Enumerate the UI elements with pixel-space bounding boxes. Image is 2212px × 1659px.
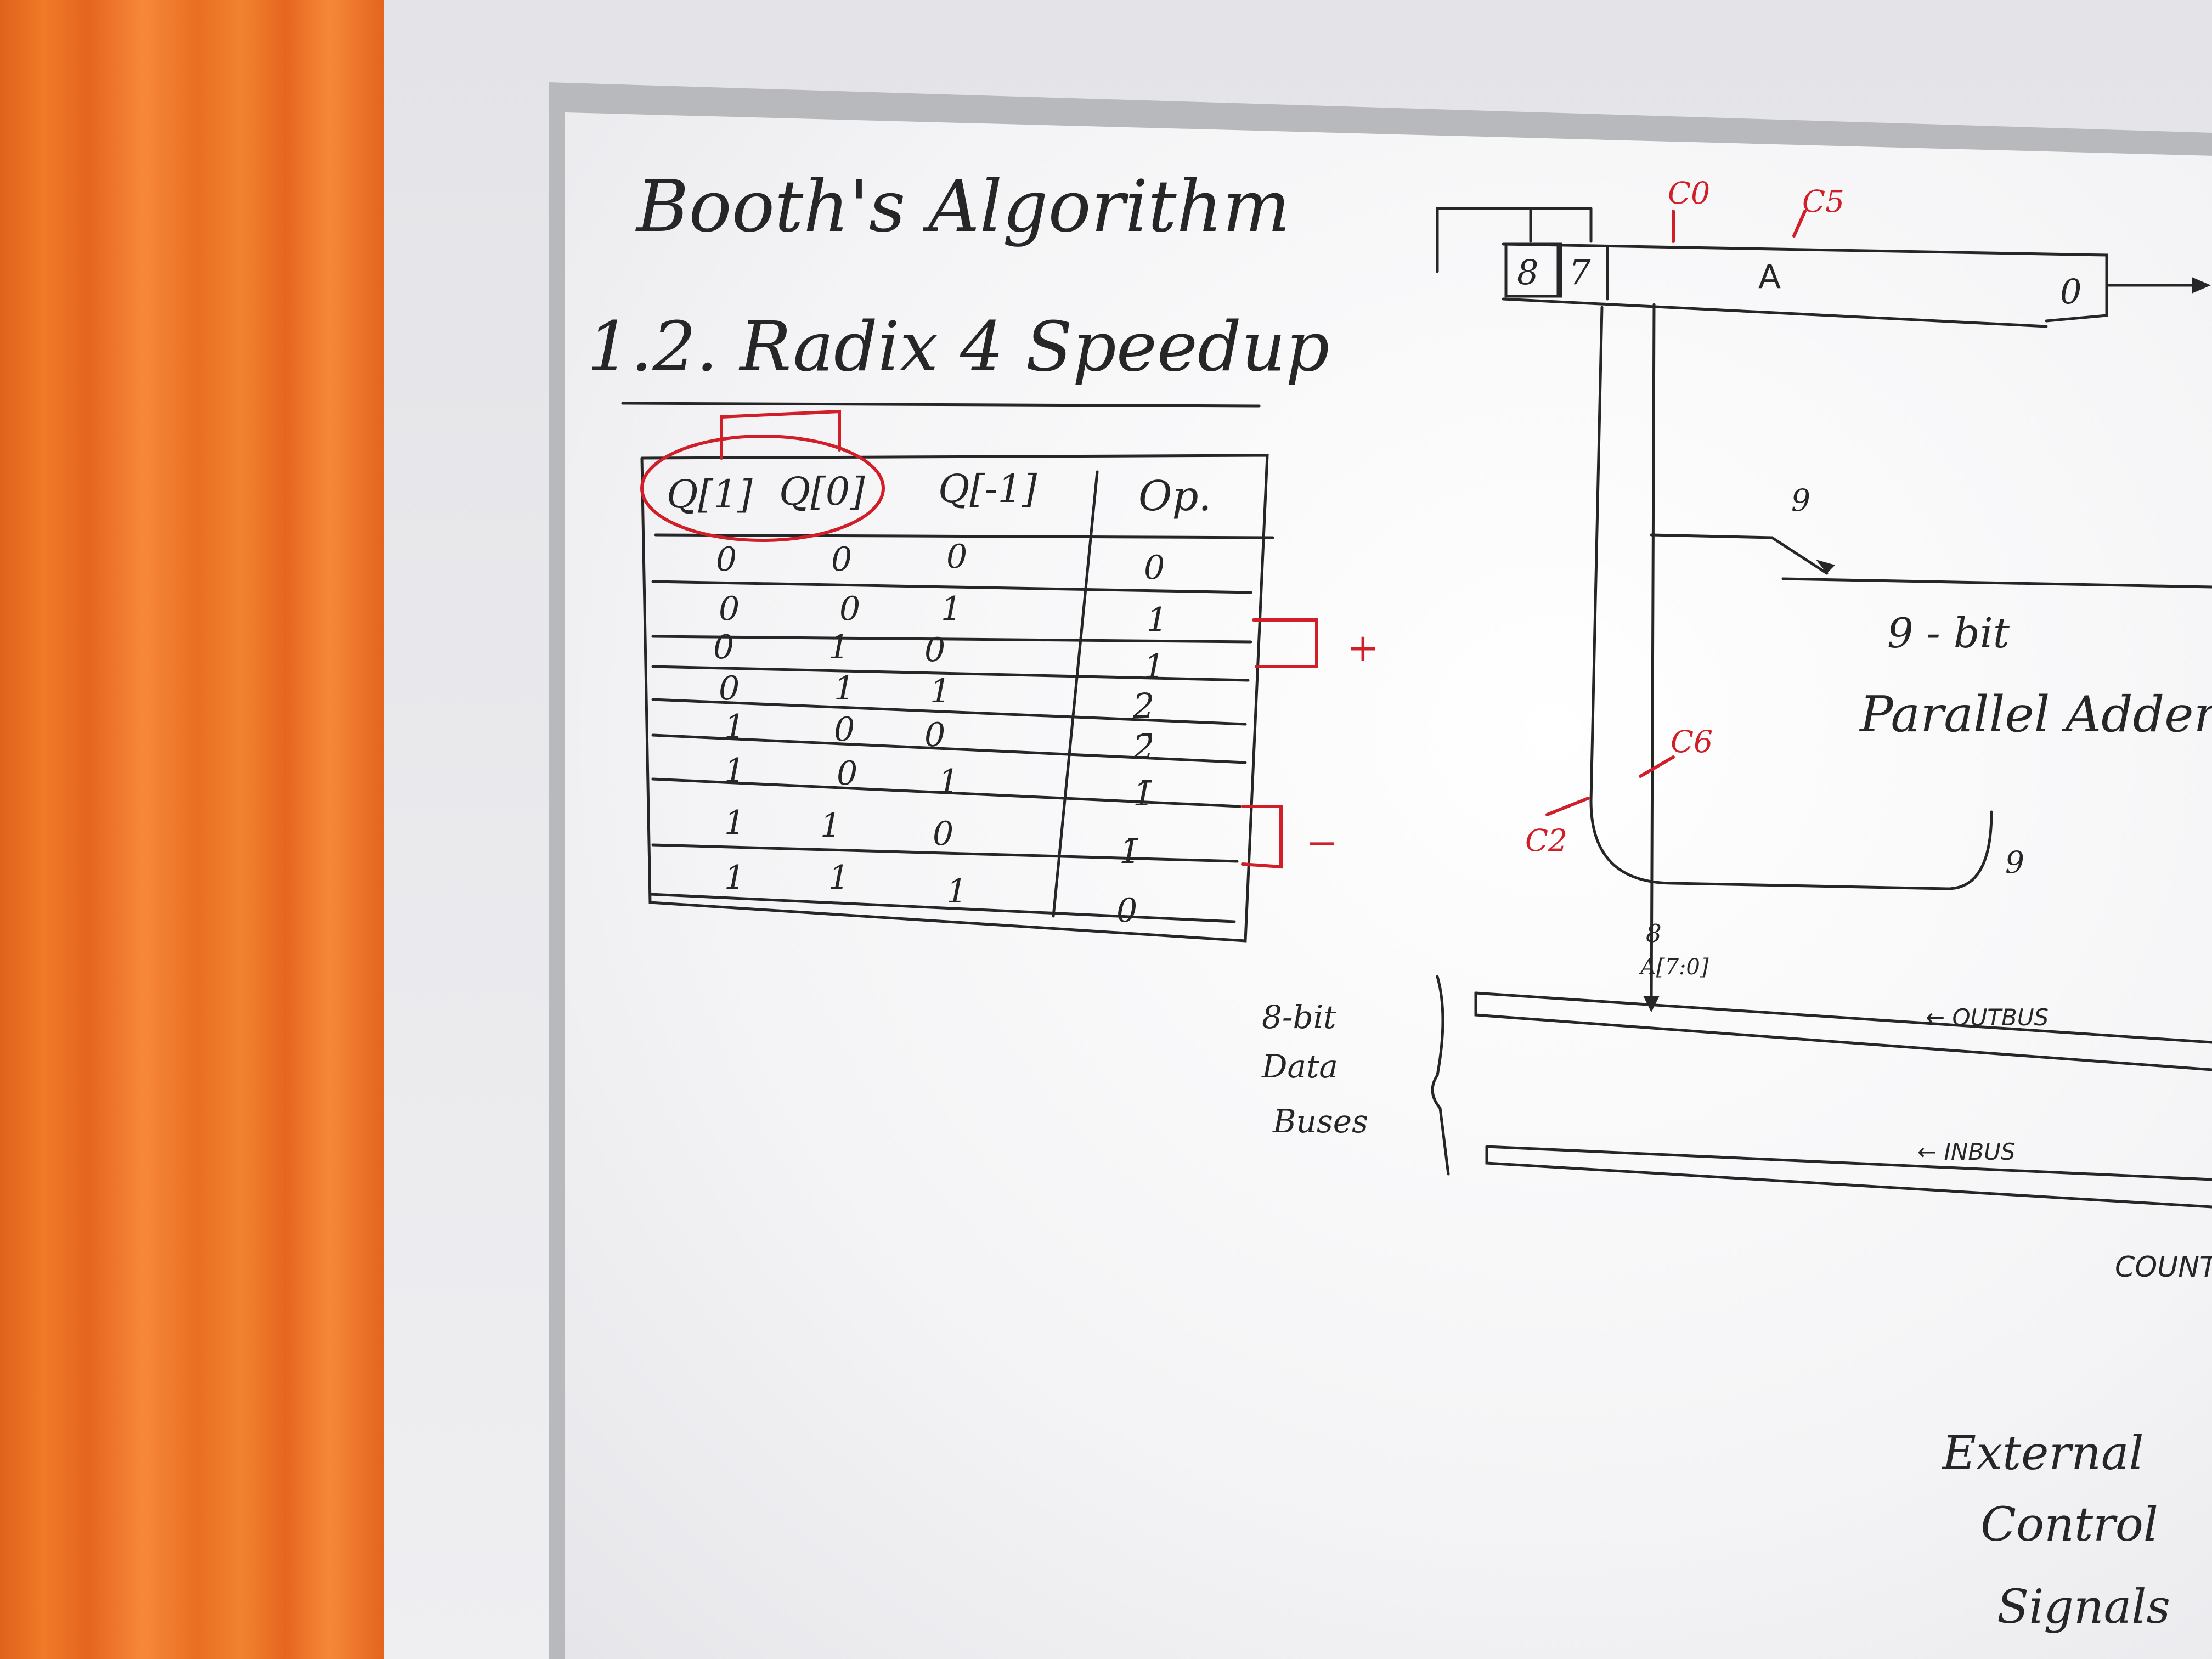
outbus-text: OUTBUS [1952,1004,2049,1031]
table-cell: 0 [719,590,740,628]
signal-c2: C2 [1525,823,1568,858]
table-cell: 1 [1144,647,1165,686]
table-cell: 2 [1133,686,1155,726]
register-name: A [1758,258,1781,296]
table-cell: 1 [834,669,855,708]
orange-curtain [0,0,384,1659]
table-cell: 1 [828,628,850,667]
table-cell: 1 [820,806,842,845]
signal-c6: C6 [1671,724,1713,759]
inbus-text: INBUS [1944,1138,2016,1165]
bus-slice-label: A[7:0] [1640,955,1709,980]
subtitle-underline [621,402,1261,408]
table-cell: 0 [1116,891,1138,930]
header-q-1: Q[-1] [938,466,1037,511]
bus-label-line2: Data [1262,1048,1338,1085]
table-cell: 0 [834,710,855,749]
data-bus-lines [1431,975,2212,1209]
table-cell: 1 [828,859,850,897]
register-bit-7: 7 [1569,252,1591,292]
table-cell: 0 [719,669,740,708]
table-cell: 1 [930,672,951,710]
header-q1: Q[1] [667,472,753,517]
minus-mark: − [1306,820,1338,865]
adder-name-label: Parallel Adder [1860,686,2212,743]
table-cell: 0 [924,716,946,754]
signal-c5: C5 [1802,184,1845,219]
adder-width-label: 9 - bit [1887,609,2010,657]
inbus-label: ← INBUS [1917,1138,2016,1165]
register-bus-wires [1589,303,1993,1011]
register-bit-8: 8 [1517,252,1539,292]
adder-output-width: 9 [2005,845,2024,880]
table-cell: 1 [724,859,746,897]
register-a-outline [1436,207,2207,328]
table-cell: 0 [713,628,735,667]
signal-c0: C0 [1668,176,1711,211]
table-cell: 1 [938,763,960,801]
external-line2: Control [1980,1498,2159,1552]
table-cell: 0 [837,754,858,793]
bus-label-line3: Buses [1273,1103,1368,1140]
table-cell: 0 [839,590,861,628]
table-cell: 1 [941,590,962,628]
external-line3: Signals [1997,1580,2171,1634]
table-cell: 1̄ [1133,774,1155,814]
red-annotations [640,210,1807,869]
table-cell: 0 [946,538,968,576]
arrowheads [1643,277,2211,1012]
plus-mark: + [1347,625,1379,670]
register-bit-0: 0 [2060,272,2082,312]
table-cell: 0 [831,540,853,579]
table-cell: 0 [1144,549,1165,587]
bus-label-line1: 8-bit [1262,998,1336,1036]
header-q0: Q[0] [779,469,865,514]
bus-width-label: 8 [1646,919,1662,948]
counter-label: COUNT [2115,1251,2212,1284]
table-cell: 1 [946,872,968,911]
truth-table-grid [640,454,1274,943]
external-line1: External [1942,1426,2144,1481]
table-cell: 1 [1147,601,1168,639]
adder-input-width: 9 [1791,483,1810,518]
table-cell: 0 [933,815,954,853]
board-title: Booth's Algorithm [636,165,1290,248]
table-cell: 1 [724,752,746,790]
table-cell: 1 [724,804,746,842]
outbus-label: ← OUTBUS [1926,1004,2049,1031]
whiteboard [565,112,2212,1659]
adder-box [1781,577,2212,589]
table-cell: 2̄ [1133,727,1155,767]
table-cell: 0 [716,540,737,579]
header-op: Op. [1138,472,1212,520]
board-subtitle: 1.2. Radix 4 Speedup [587,307,1330,387]
table-cell: 1̄ [1119,831,1141,871]
table-cell: 1 [724,708,746,746]
table-cell: 0 [924,631,946,669]
